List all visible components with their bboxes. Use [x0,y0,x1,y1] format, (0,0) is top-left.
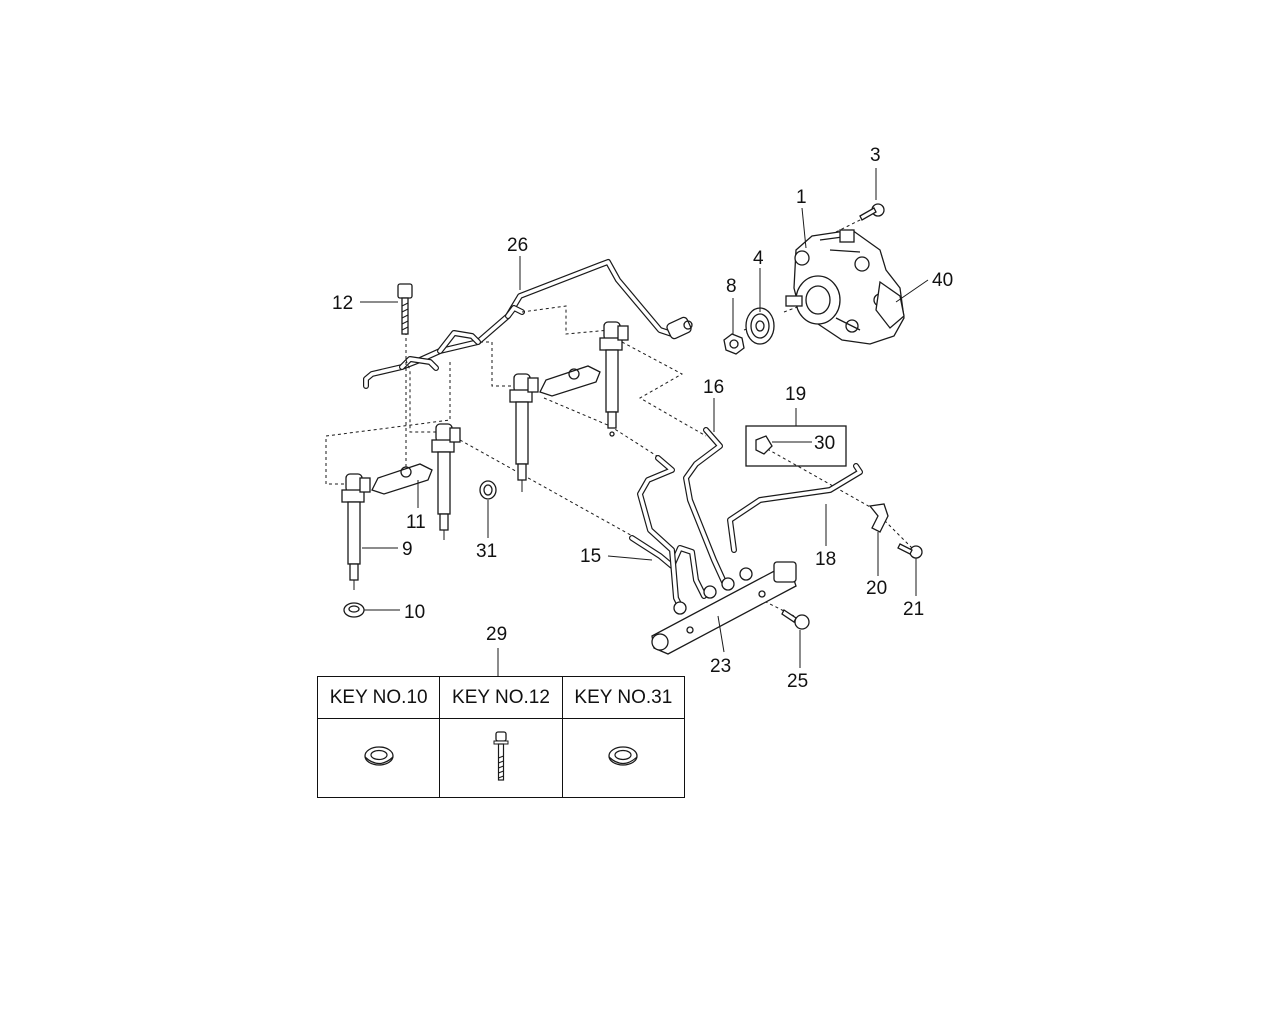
callout-8: 8 [726,276,737,297]
washer-icon [364,745,394,766]
callout-20: 20 [866,578,887,599]
callout-9: 9 [402,539,413,560]
callout-29: 29 [486,624,507,645]
key-header-31: KEY NO.31 [561,676,686,719]
high-pressure-pump [785,229,905,345]
bolt-21 [897,543,923,559]
callout-25: 25 [787,671,808,692]
pipes [629,427,863,613]
bolt-3 [859,203,885,221]
bolt-12 [397,283,413,335]
gear-4 [745,307,775,345]
callout-11: 11 [406,512,426,533]
callout-40: 40 [932,270,953,291]
injector-4 [599,321,629,437]
callout-30: 30 [814,433,835,454]
clamp-11b [539,365,601,397]
fuel-rail [651,561,797,655]
callout-19: 19 [785,384,806,405]
injector-3 [509,373,539,492]
clamp-11 [371,463,433,495]
callout-labels: 3 1 4 40 8 26 12 16 19 30 11 9 31 15 18 … [332,145,953,692]
callout-4: 4 [753,248,764,269]
injector-2 [431,423,461,540]
washer-icon [608,745,638,766]
callout-18: 18 [815,549,836,570]
key-header-12: KEY NO.12 [439,676,563,719]
leader-lines [360,168,929,676]
callout-31: 31 [476,541,497,562]
washer-10 [343,602,365,618]
key-cell-10 [316,718,441,798]
callout-3: 3 [870,145,881,166]
nut-8 [723,333,745,355]
callout-16: 16 [703,377,724,398]
callout-10: 10 [404,602,425,623]
key-cell-12 [439,718,563,798]
callout-26: 26 [507,235,528,256]
callout-21: 21 [903,599,924,620]
callout-12: 12 [332,293,353,314]
bracket-20 [868,503,889,533]
injector-1 [341,473,371,590]
bolt-icon [493,730,509,781]
washer-31 [479,480,497,500]
key-kit-table: KEY NO.10 KEY NO.12 KEY NO.31 [316,676,686,798]
key-header-10: KEY NO.10 [316,676,441,719]
callout-15: 15 [580,546,601,567]
callout-1: 1 [796,187,807,208]
bolt-25 [781,609,810,630]
key-cell-31 [561,718,686,798]
return-hose [363,259,693,389]
callout-23: 23 [710,656,731,677]
